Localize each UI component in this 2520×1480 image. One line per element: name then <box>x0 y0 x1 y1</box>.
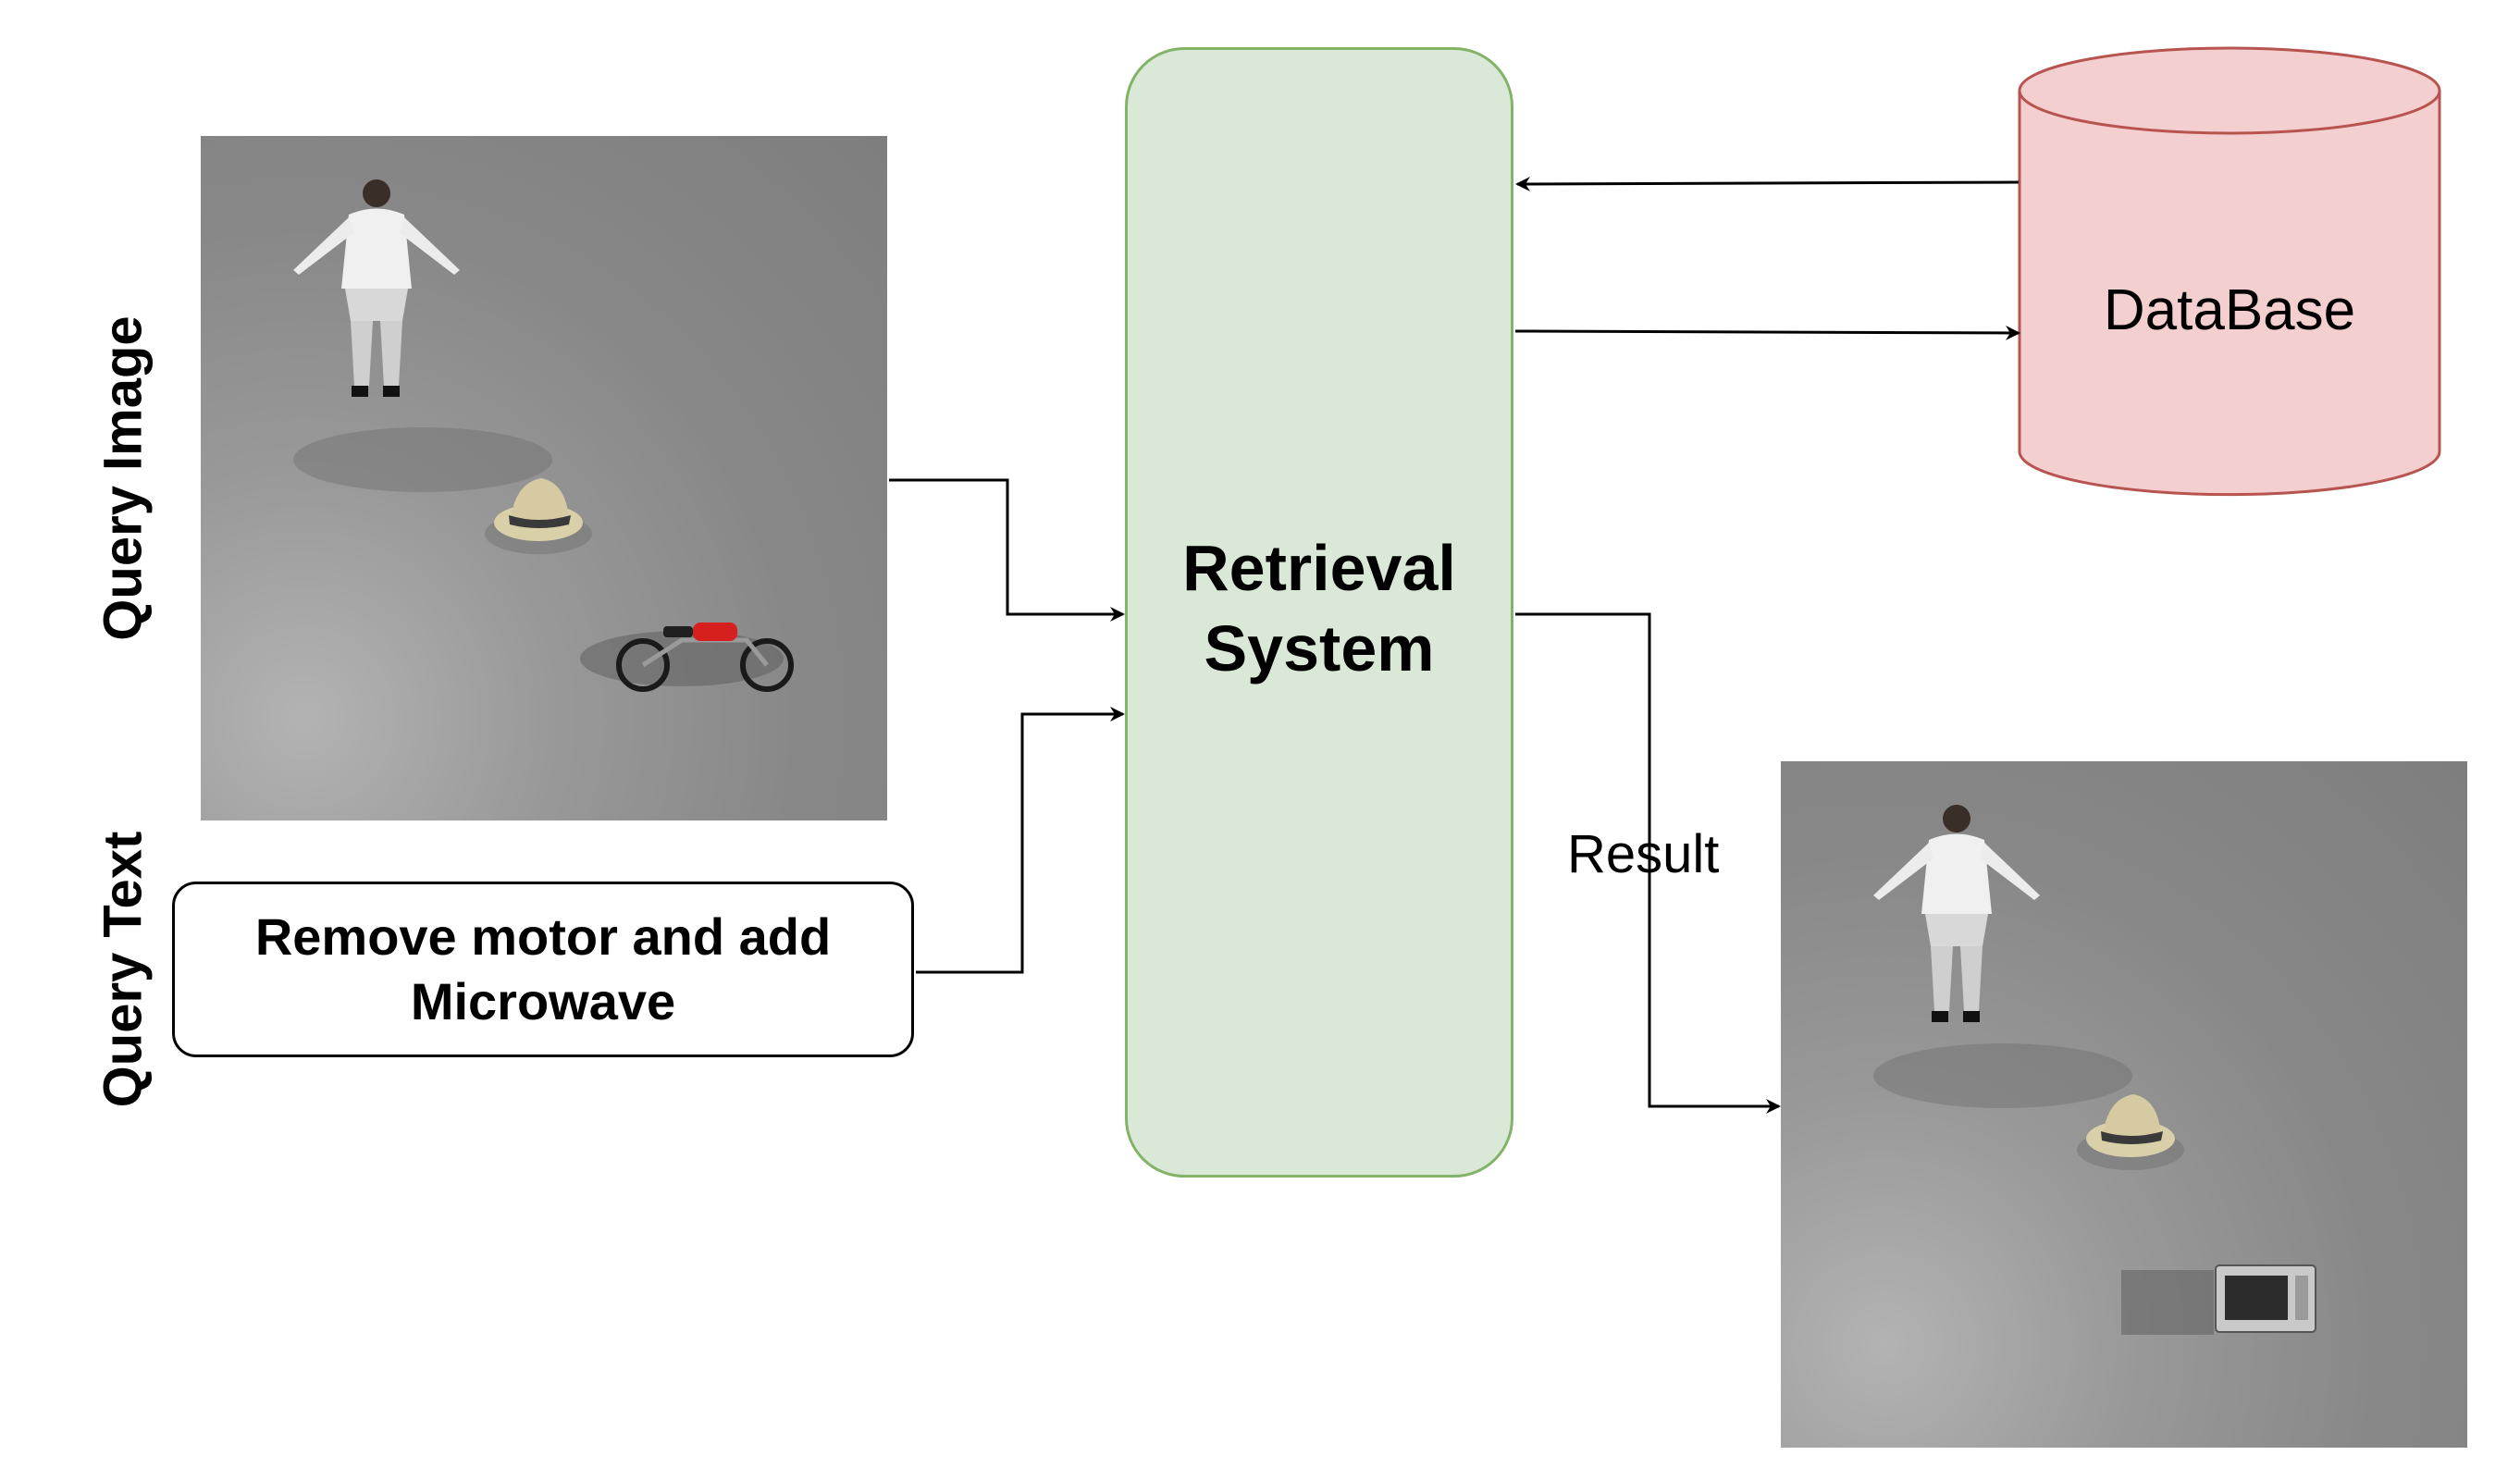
database-to-retrieval-arrow <box>1515 176 2020 191</box>
person-figure <box>293 179 460 397</box>
motorcycle-object <box>580 623 794 692</box>
retrieval-to-result-arrow <box>1515 612 1781 1114</box>
microwave-object <box>2121 1264 2316 1335</box>
text-to-retrieval-arrow <box>916 707 1125 974</box>
database-label: DataBase <box>2103 278 2356 342</box>
result-label: Result <box>1567 824 1720 884</box>
result-image <box>1781 761 2467 1448</box>
person-figure <box>1873 805 2040 1022</box>
query-text-content: Remove motor and add Microwave <box>254 907 832 1030</box>
image-to-retrieval-arrow <box>889 478 1125 622</box>
retrieval-system-box: Retrieval System <box>1125 47 1513 1178</box>
database-cylinder <box>2018 46 2441 497</box>
retrieval-to-database-arrow <box>1514 325 2020 340</box>
query-text-box: Remove motor and add Microwave <box>172 882 914 1057</box>
retrieval-system-title: Retrieval System <box>1182 532 1456 684</box>
hat-object <box>2077 1094 2184 1170</box>
hat-object <box>485 478 592 554</box>
query-image <box>201 136 887 820</box>
